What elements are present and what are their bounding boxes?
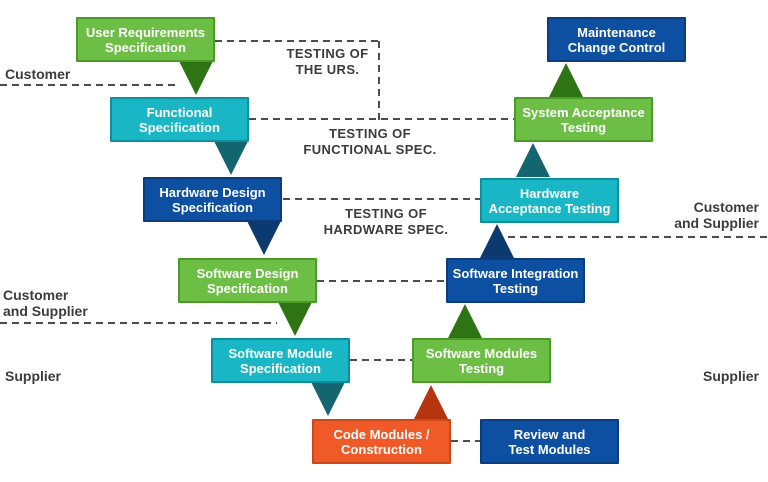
connector-line-functional-to-system-acceptance [249, 118, 515, 120]
down-arrow-icon-urs-to-functional [179, 61, 213, 95]
box-label-line: Software Integration [452, 265, 579, 281]
box-label-line: Software Module [228, 345, 333, 361]
divider-line-customer-supplier-right [508, 236, 768, 238]
testing-label-line: THE URS. [295, 62, 360, 77]
box-software-integration-testing: Software Integration Testing [446, 258, 585, 303]
down-arrow-icon-functional-to-hardware [214, 141, 248, 175]
divider-line-customer-supplier-left [0, 322, 277, 324]
box-hardware-design-specification: Hardware Design Specification [143, 177, 282, 222]
box-label-line: System Acceptance [522, 104, 645, 120]
box-label-line: Specification [139, 119, 220, 135]
down-arrow-icon-module-to-code [311, 382, 345, 416]
box-label-line: Software Design [196, 265, 299, 281]
box-label-line: Specification [105, 39, 186, 55]
region-label-line: and Supplier [674, 215, 759, 231]
box-label-line: Construction [341, 441, 422, 457]
label-supplier-right: Supplier [702, 368, 759, 384]
testing-label-line: HARDWARE SPEC. [323, 222, 449, 237]
region-label-line: and Supplier [3, 303, 88, 319]
box-maintenance-change-control: Maintenance Change Control [547, 17, 686, 62]
testing-label-line: TESTING OF [329, 126, 411, 141]
box-label-line: Functional [146, 104, 213, 120]
box-label-line: Code Modules / [333, 426, 430, 442]
box-label-line: Hardware Design [159, 184, 266, 200]
up-arrow-icon-code-to-modules-testing [414, 385, 448, 419]
connector-line-urs-vertical [378, 41, 380, 120]
label-testing-of-hardware-spec: TESTING OF HARDWARE SPEC. [311, 206, 461, 238]
box-label-line: Test Modules [508, 441, 591, 457]
box-label-line: Testing [492, 280, 539, 296]
connector-line-hardware-design-to-hardware-acceptance [283, 198, 481, 200]
box-label-line: Maintenance [577, 24, 656, 40]
box-hardware-acceptance-testing: Hardware Acceptance Testing [480, 178, 619, 223]
box-software-module-specification: Software Module Specification [211, 338, 350, 383]
testing-label-line: TESTING OF [286, 46, 369, 61]
label-customer-and-supplier-right: Customer and Supplier [620, 199, 759, 231]
box-system-acceptance-testing: System Acceptance Testing [514, 97, 653, 142]
divider-line-customer-left [0, 84, 180, 86]
box-label-line: Acceptance Testing [488, 200, 611, 216]
box-user-requirements-specification: User Requirements Specification [76, 17, 215, 62]
box-label-line: Specification [207, 280, 288, 296]
box-label-line: Testing [560, 119, 607, 135]
label-customer-left: Customer [5, 66, 71, 82]
box-code-modules-construction: Code Modules / Construction [312, 419, 451, 464]
box-label-line: Specification [172, 199, 253, 215]
connector-line-software-module-to-modules-testing [350, 359, 413, 361]
region-label-line: Customer [693, 199, 759, 215]
connector-line-urs-horizontal [215, 40, 380, 42]
label-supplier-left: Supplier [5, 368, 62, 384]
up-arrow-icon-system-acceptance-to-maintenance [549, 63, 583, 97]
connector-line-code-to-review [451, 440, 481, 442]
box-label-line: User Requirements [85, 24, 206, 40]
box-label-line: Specification [240, 360, 321, 376]
box-software-design-specification: Software Design Specification [178, 258, 317, 303]
up-arrow-icon-hardware-acceptance-to-system [516, 143, 550, 177]
region-label-line: Customer [3, 287, 69, 303]
down-arrow-icon-hardware-to-software-design [247, 221, 281, 255]
box-review-and-test-modules: Review and Test Modules [480, 419, 619, 464]
box-label-line: Change Control [567, 39, 666, 55]
label-testing-of-the-urs: TESTING OF THE URS. [267, 46, 388, 78]
down-arrow-icon-software-design-to-module [278, 302, 312, 336]
box-label-line: Review and [513, 426, 586, 442]
label-testing-of-functional-spec: TESTING OF FUNCTIONAL SPEC. [295, 126, 445, 158]
testing-label-line: TESTING OF [345, 206, 427, 221]
up-arrow-icon-modules-testing-to-integration [448, 304, 482, 338]
up-arrow-icon-integration-to-hardware-acceptance [480, 224, 514, 258]
box-functional-specification: Functional Specification [110, 97, 249, 142]
box-label-line: Testing [458, 360, 505, 376]
testing-label-line: FUNCTIONAL SPEC. [303, 142, 437, 157]
box-software-modules-testing: Software Modules Testing [412, 338, 551, 383]
box-label-line: Software Modules [425, 345, 538, 361]
connector-line-software-design-to-software-integration [317, 280, 447, 282]
box-label-line: Hardware [519, 185, 580, 201]
label-customer-and-supplier-left: Customer and Supplier [3, 287, 88, 319]
